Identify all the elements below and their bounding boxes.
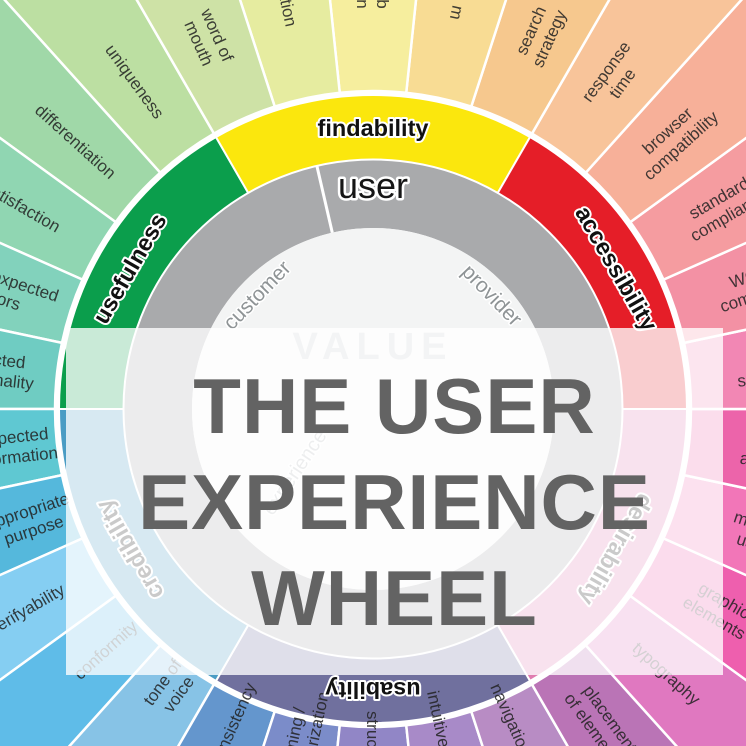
- title-line-1: THE USER: [193, 361, 596, 450]
- svg-text:searchstrategy: searchstrategy: [510, 0, 570, 70]
- section-label-usability: usability: [323, 675, 422, 705]
- section-label-findability: findability: [316, 113, 431, 143]
- wedge-label-colors-and-fonts: colorsand fonts: [739, 429, 746, 475]
- svg-text:bn: bn: [353, 0, 392, 9]
- wedge-label-search-strategy: searchstrategy: [510, 0, 571, 70]
- user-ring-notch: [315, 166, 334, 233]
- svg-text:user: user: [338, 165, 408, 206]
- user-label: user: [335, 163, 410, 209]
- wedge-label-structure: structure: [363, 711, 382, 746]
- svg-text:findability: findability: [318, 115, 429, 141]
- svg-text:colorsand fonts: colorsand fonts: [739, 429, 746, 475]
- title-line-2: EXPERIENCE: [138, 457, 651, 546]
- svg-text:usability: usability: [325, 677, 420, 703]
- title-line-3: WHEEL: [251, 553, 538, 642]
- wedge-label-findability-partial-bn: bn: [353, 0, 392, 9]
- svg-text:structure: structure: [363, 711, 382, 746]
- svg-text:m: m: [446, 4, 468, 22]
- title-overlay: THE USER EXPERIENCE WHEEL: [66, 328, 723, 675]
- wedge-label-content-separation: contentseparation: [734, 344, 746, 391]
- svg-text:contentseparation: contentseparation: [734, 344, 746, 391]
- wedge-label-findability-partial-m: m: [446, 4, 468, 22]
